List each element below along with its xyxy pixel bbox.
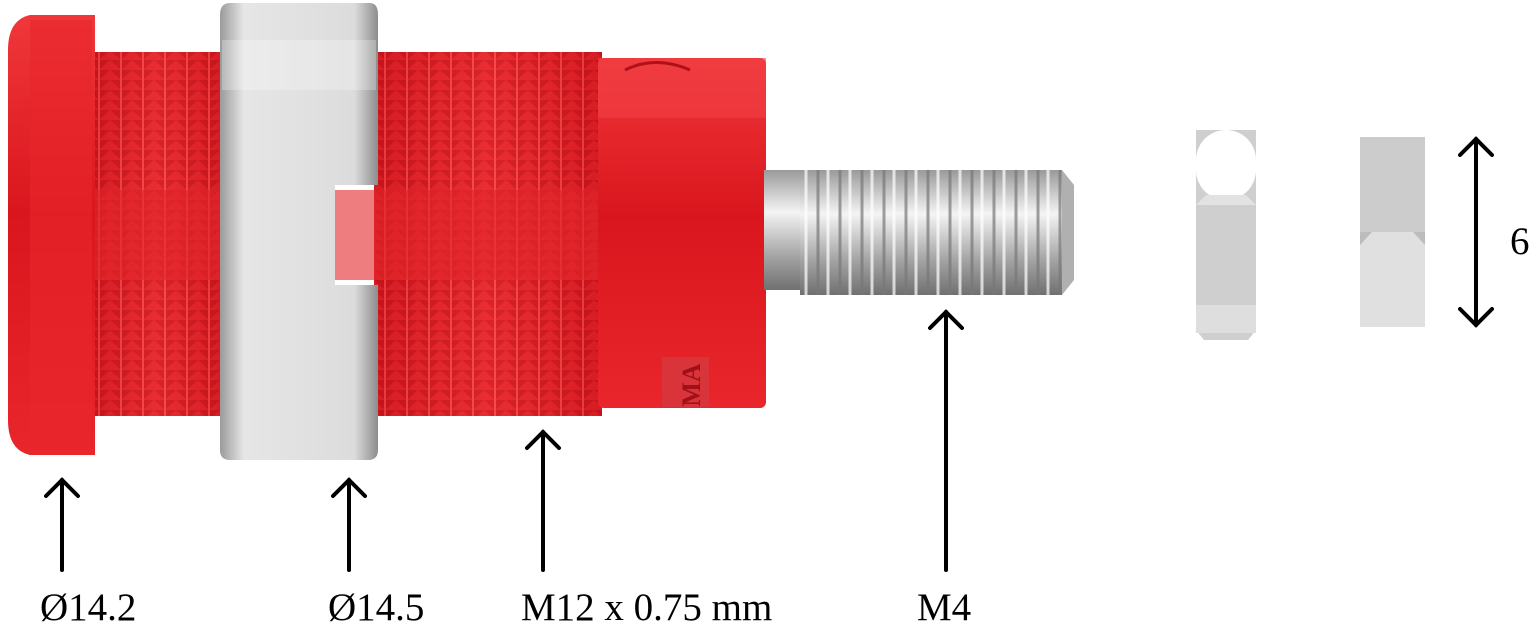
label-flange-diameter: Ø14.2 — [40, 586, 137, 629]
arrow-pin-thread — [928, 309, 964, 572]
label-nut-diameter: Ø14.5 — [328, 586, 425, 629]
threaded-pin — [764, 170, 1074, 295]
label-pin-thread: M4 — [917, 586, 972, 629]
hex-nut-2 — [1360, 137, 1425, 327]
arrow-nut — [331, 477, 367, 572]
logo-mark — [662, 357, 709, 407]
arrow-hex-height — [1458, 136, 1494, 328]
arrow-flange — [44, 477, 80, 572]
label-body-thread: M12 x 0.75 mm — [521, 586, 773, 629]
socket-body: MA — [598, 58, 766, 408]
body-thread — [92, 52, 602, 416]
arrow-body-thread — [525, 429, 561, 572]
hex-nut-1 — [1196, 130, 1256, 340]
label-hex-height: 6 — [1510, 220, 1530, 263]
panel-nut — [220, 3, 378, 460]
svg-text:MA: MA — [677, 363, 706, 407]
